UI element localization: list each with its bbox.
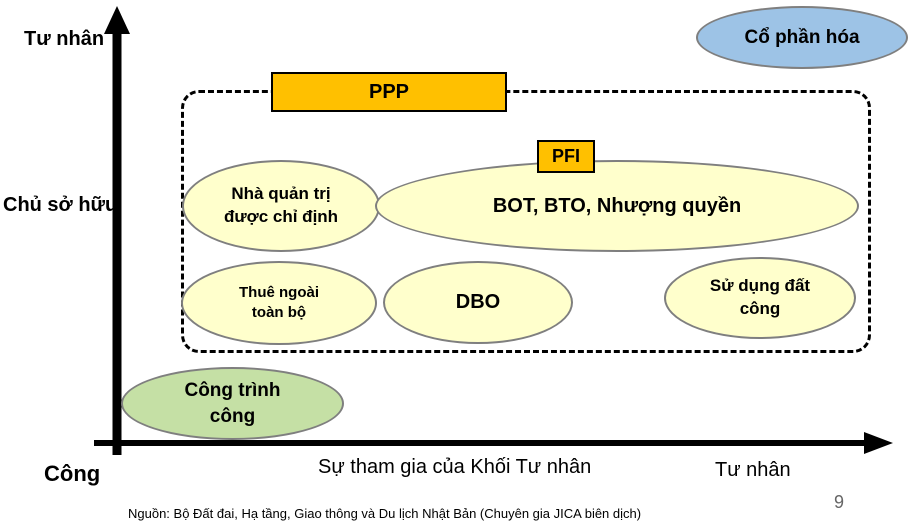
thue-ngoai-ellipse: Thuê ngoài toàn bộ — [181, 261, 377, 345]
nha-quan-tri-ellipse: Nhà quản trị được chỉ định — [182, 160, 380, 252]
x-axis-left-label: Công — [44, 461, 101, 486]
y-axis-title: Chủ sở hữu — [3, 194, 118, 216]
su-dung-dat-line1: Sử dụng đất — [709, 276, 811, 296]
cong-trinh-line2: công — [209, 405, 256, 427]
cong-trinh-cong-ellipse: Công trình công — [121, 367, 344, 440]
bot-bto-label: BOT, BTO, Nhượng quyền — [492, 194, 742, 217]
nha-quan-tri-line2: được chỉ định — [223, 207, 339, 226]
su-dung-dat-ellipse: Sử dụng đất công — [664, 257, 856, 339]
pfi-box: PFI — [537, 140, 595, 173]
source-note: Nguồn: Bộ Đất đai, Hạ tầng, Giao thông v… — [128, 506, 642, 521]
ppp-label: PPP — [368, 80, 410, 103]
dbo-ellipse: DBO — [383, 261, 573, 344]
dbo-label: DBO — [455, 291, 501, 313]
ppp-box: PPP — [271, 72, 507, 112]
thue-ngoai-line1: Thuê ngoài — [239, 283, 319, 301]
ppp-dashed-group — [181, 90, 871, 353]
page-number: 9 — [834, 492, 845, 512]
cong-trinh-line1: Công trình — [184, 379, 281, 401]
co-phan-hoa-ellipse: Cổ phần hóa — [696, 6, 908, 69]
pfi-label: PFI — [551, 146, 580, 166]
nha-quan-tri-line1: Nhà quản trị — [231, 184, 331, 204]
bot-bto-ellipse: BOT, BTO, Nhượng quyền — [375, 160, 859, 252]
y-axis-top-label: Tư nhân — [24, 28, 105, 50]
su-dung-dat-line2: công — [739, 299, 781, 318]
x-axis-right-label: Tư nhân — [715, 459, 791, 481]
y-axis-arrowhead — [104, 6, 130, 34]
thue-ngoai-line2: toàn bộ — [251, 304, 307, 321]
x-axis-title: Sự tham gia của Khối Tư nhân — [318, 456, 592, 478]
x-axis-arrowhead — [864, 432, 893, 454]
co-phan-hoa-label: Cổ phần hóa — [744, 26, 860, 48]
